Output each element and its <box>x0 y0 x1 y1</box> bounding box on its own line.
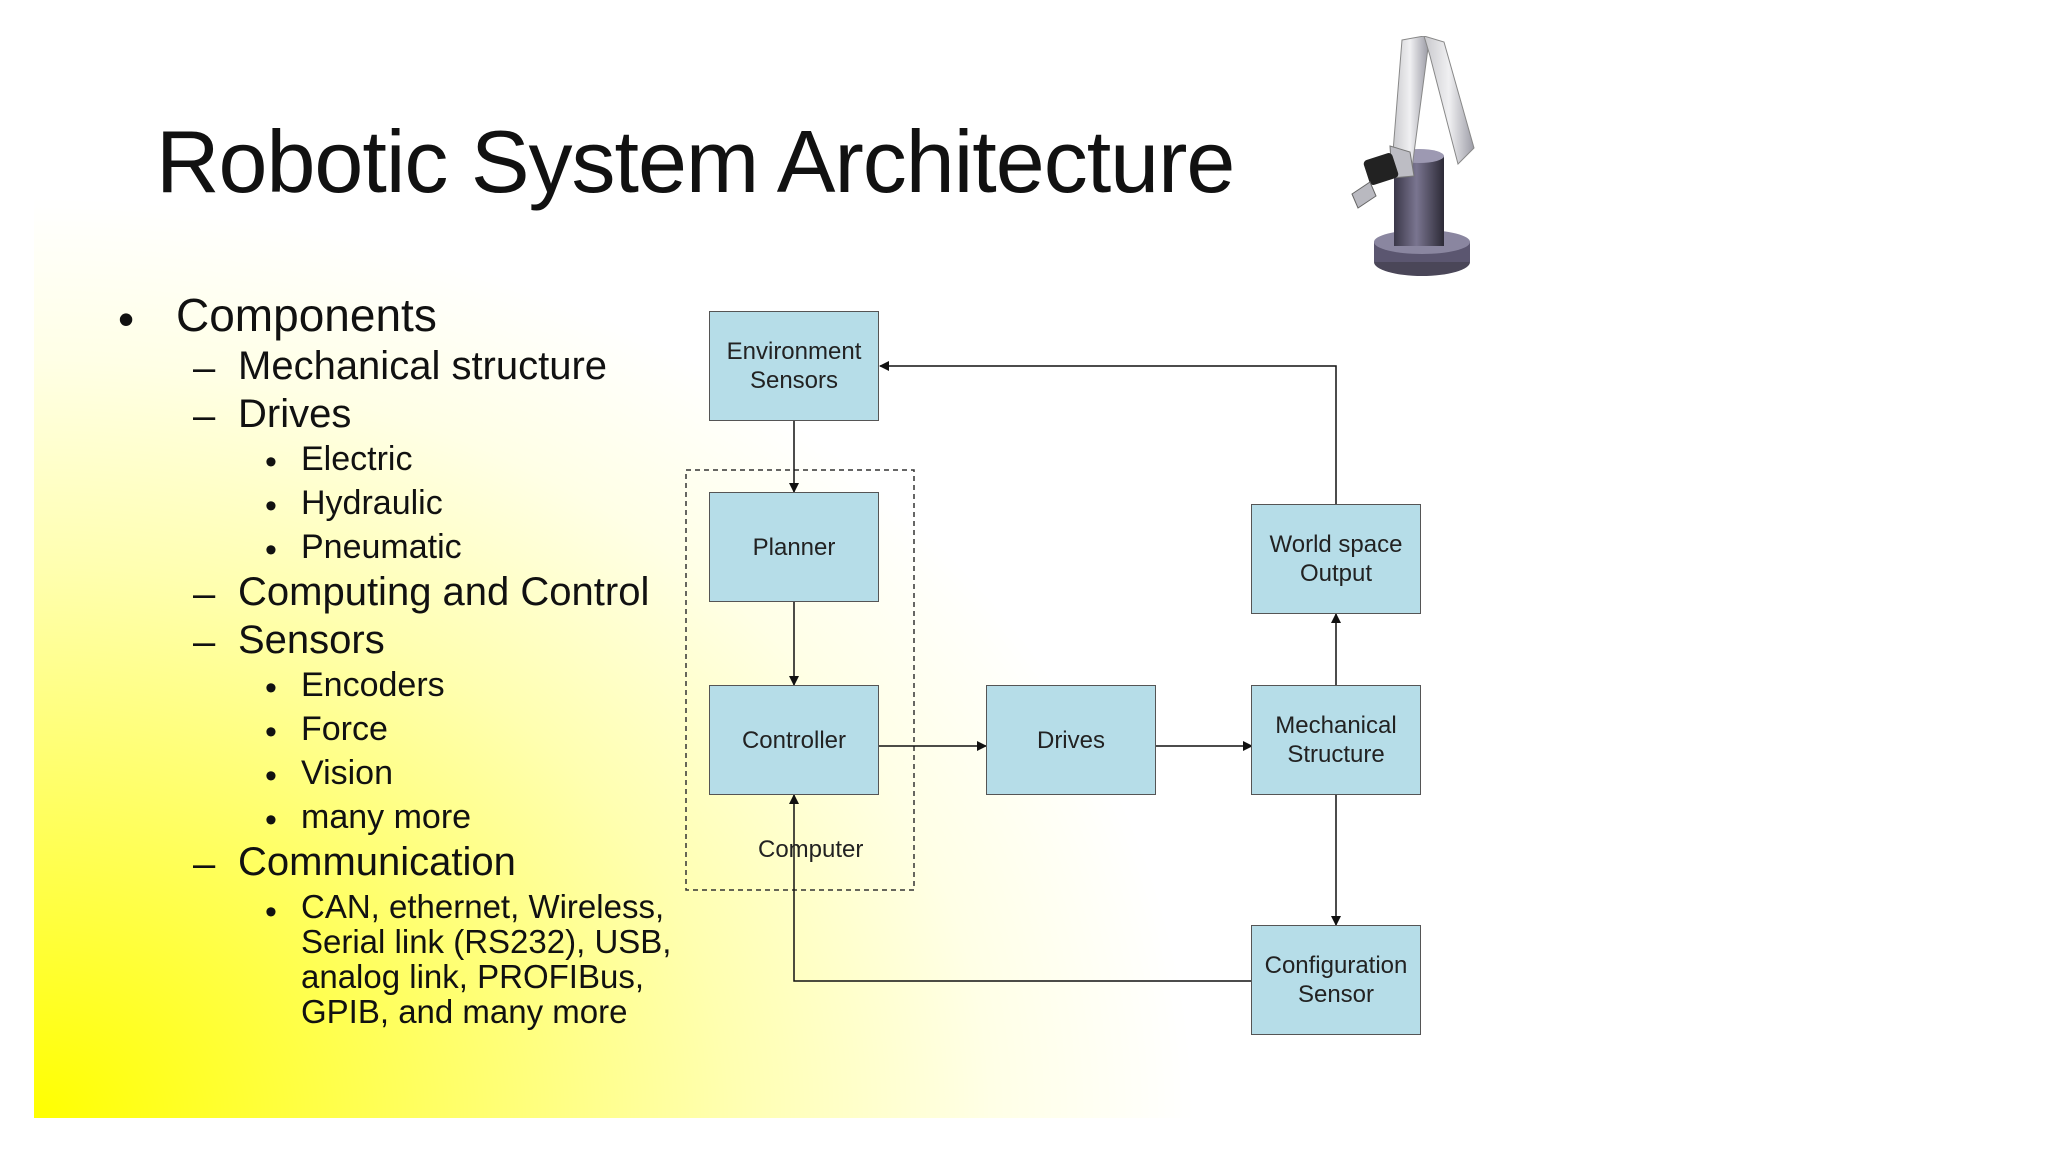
bullet-marker: • <box>265 669 277 707</box>
bullet-electric: Electric <box>301 440 413 478</box>
bullet-pneumatic: Pneumatic <box>301 528 462 566</box>
box-label-line: World space <box>1269 531 1403 558</box>
bullet-many-more: many more <box>301 798 472 836</box>
dash-marker: – <box>193 346 216 390</box>
bullet-marker: • <box>118 293 135 345</box>
box-label: Planner <box>752 533 836 561</box>
dash-marker: – <box>193 842 216 886</box>
computer-group-label: Computer <box>758 836 864 863</box>
box-label: Drives <box>1036 726 1105 754</box>
bullet-computing-and-control: Computing and Control <box>238 570 650 614</box>
dash-marker: – <box>193 572 216 616</box>
box-label-line: Sensors <box>749 367 839 394</box>
bullet-force: Force <box>301 710 388 748</box>
box-mechanical-structure: Mechanical Structure <box>1251 685 1421 795</box>
bullet-marker: • <box>265 893 277 931</box>
box-label-line: Structure <box>1287 741 1385 768</box>
bullet-drives: Drives <box>238 392 352 436</box>
box-environment-sensors: Environment Sensors <box>709 311 879 421</box>
box-label-line: Sensor <box>1297 981 1375 1008</box>
page-title: Robotic System Architecture <box>156 112 1235 211</box>
box-configuration-sensor: Configuration Sensor <box>1251 925 1421 1035</box>
bullet-marker: • <box>265 801 277 839</box>
comm-line: Serial link (RS232), USB, <box>301 923 672 960</box>
box-planner: Planner <box>709 492 879 602</box>
bullet-communication-details: CAN, ethernet, Wireless, Serial link (RS… <box>301 889 671 1029</box>
bullet-vision: Vision <box>301 754 393 792</box>
bullet-marker: • <box>265 531 277 569</box>
bullet-encoders: Encoders <box>301 666 445 704</box>
bullet-hydraulic: Hydraulic <box>301 484 443 522</box>
bullet-marker: • <box>265 757 277 795</box>
box-drives: Drives <box>986 685 1156 795</box>
bullet-mechanical-structure: Mechanical structure <box>238 344 608 388</box>
box-controller: Controller <box>709 685 879 795</box>
box-label-line: Output <box>1299 560 1373 587</box>
comm-line: analog link, PROFIBus, <box>301 958 644 995</box>
bullet-marker: • <box>265 443 277 481</box>
bullet-sensors: Sensors <box>238 618 385 662</box>
box-label-line: Environment <box>726 338 862 365</box>
box-label-line: Mechanical <box>1275 712 1397 739</box>
bullet-marker: • <box>265 487 277 525</box>
box-label: Controller <box>741 726 847 754</box>
bullet-components: Components <box>176 289 437 341</box>
box-world-space-output: World space Output <box>1251 504 1421 614</box>
bullet-communication: Communication <box>238 840 516 884</box>
bullet-marker: • <box>265 713 277 751</box>
dash-marker: – <box>193 620 216 664</box>
dash-marker: – <box>193 394 216 438</box>
box-label-line: Configuration <box>1264 952 1408 979</box>
comm-line: CAN, ethernet, Wireless, <box>301 888 665 925</box>
robot-arm-image <box>1351 36 1475 276</box>
comm-line: GPIB, and many more <box>301 993 628 1030</box>
